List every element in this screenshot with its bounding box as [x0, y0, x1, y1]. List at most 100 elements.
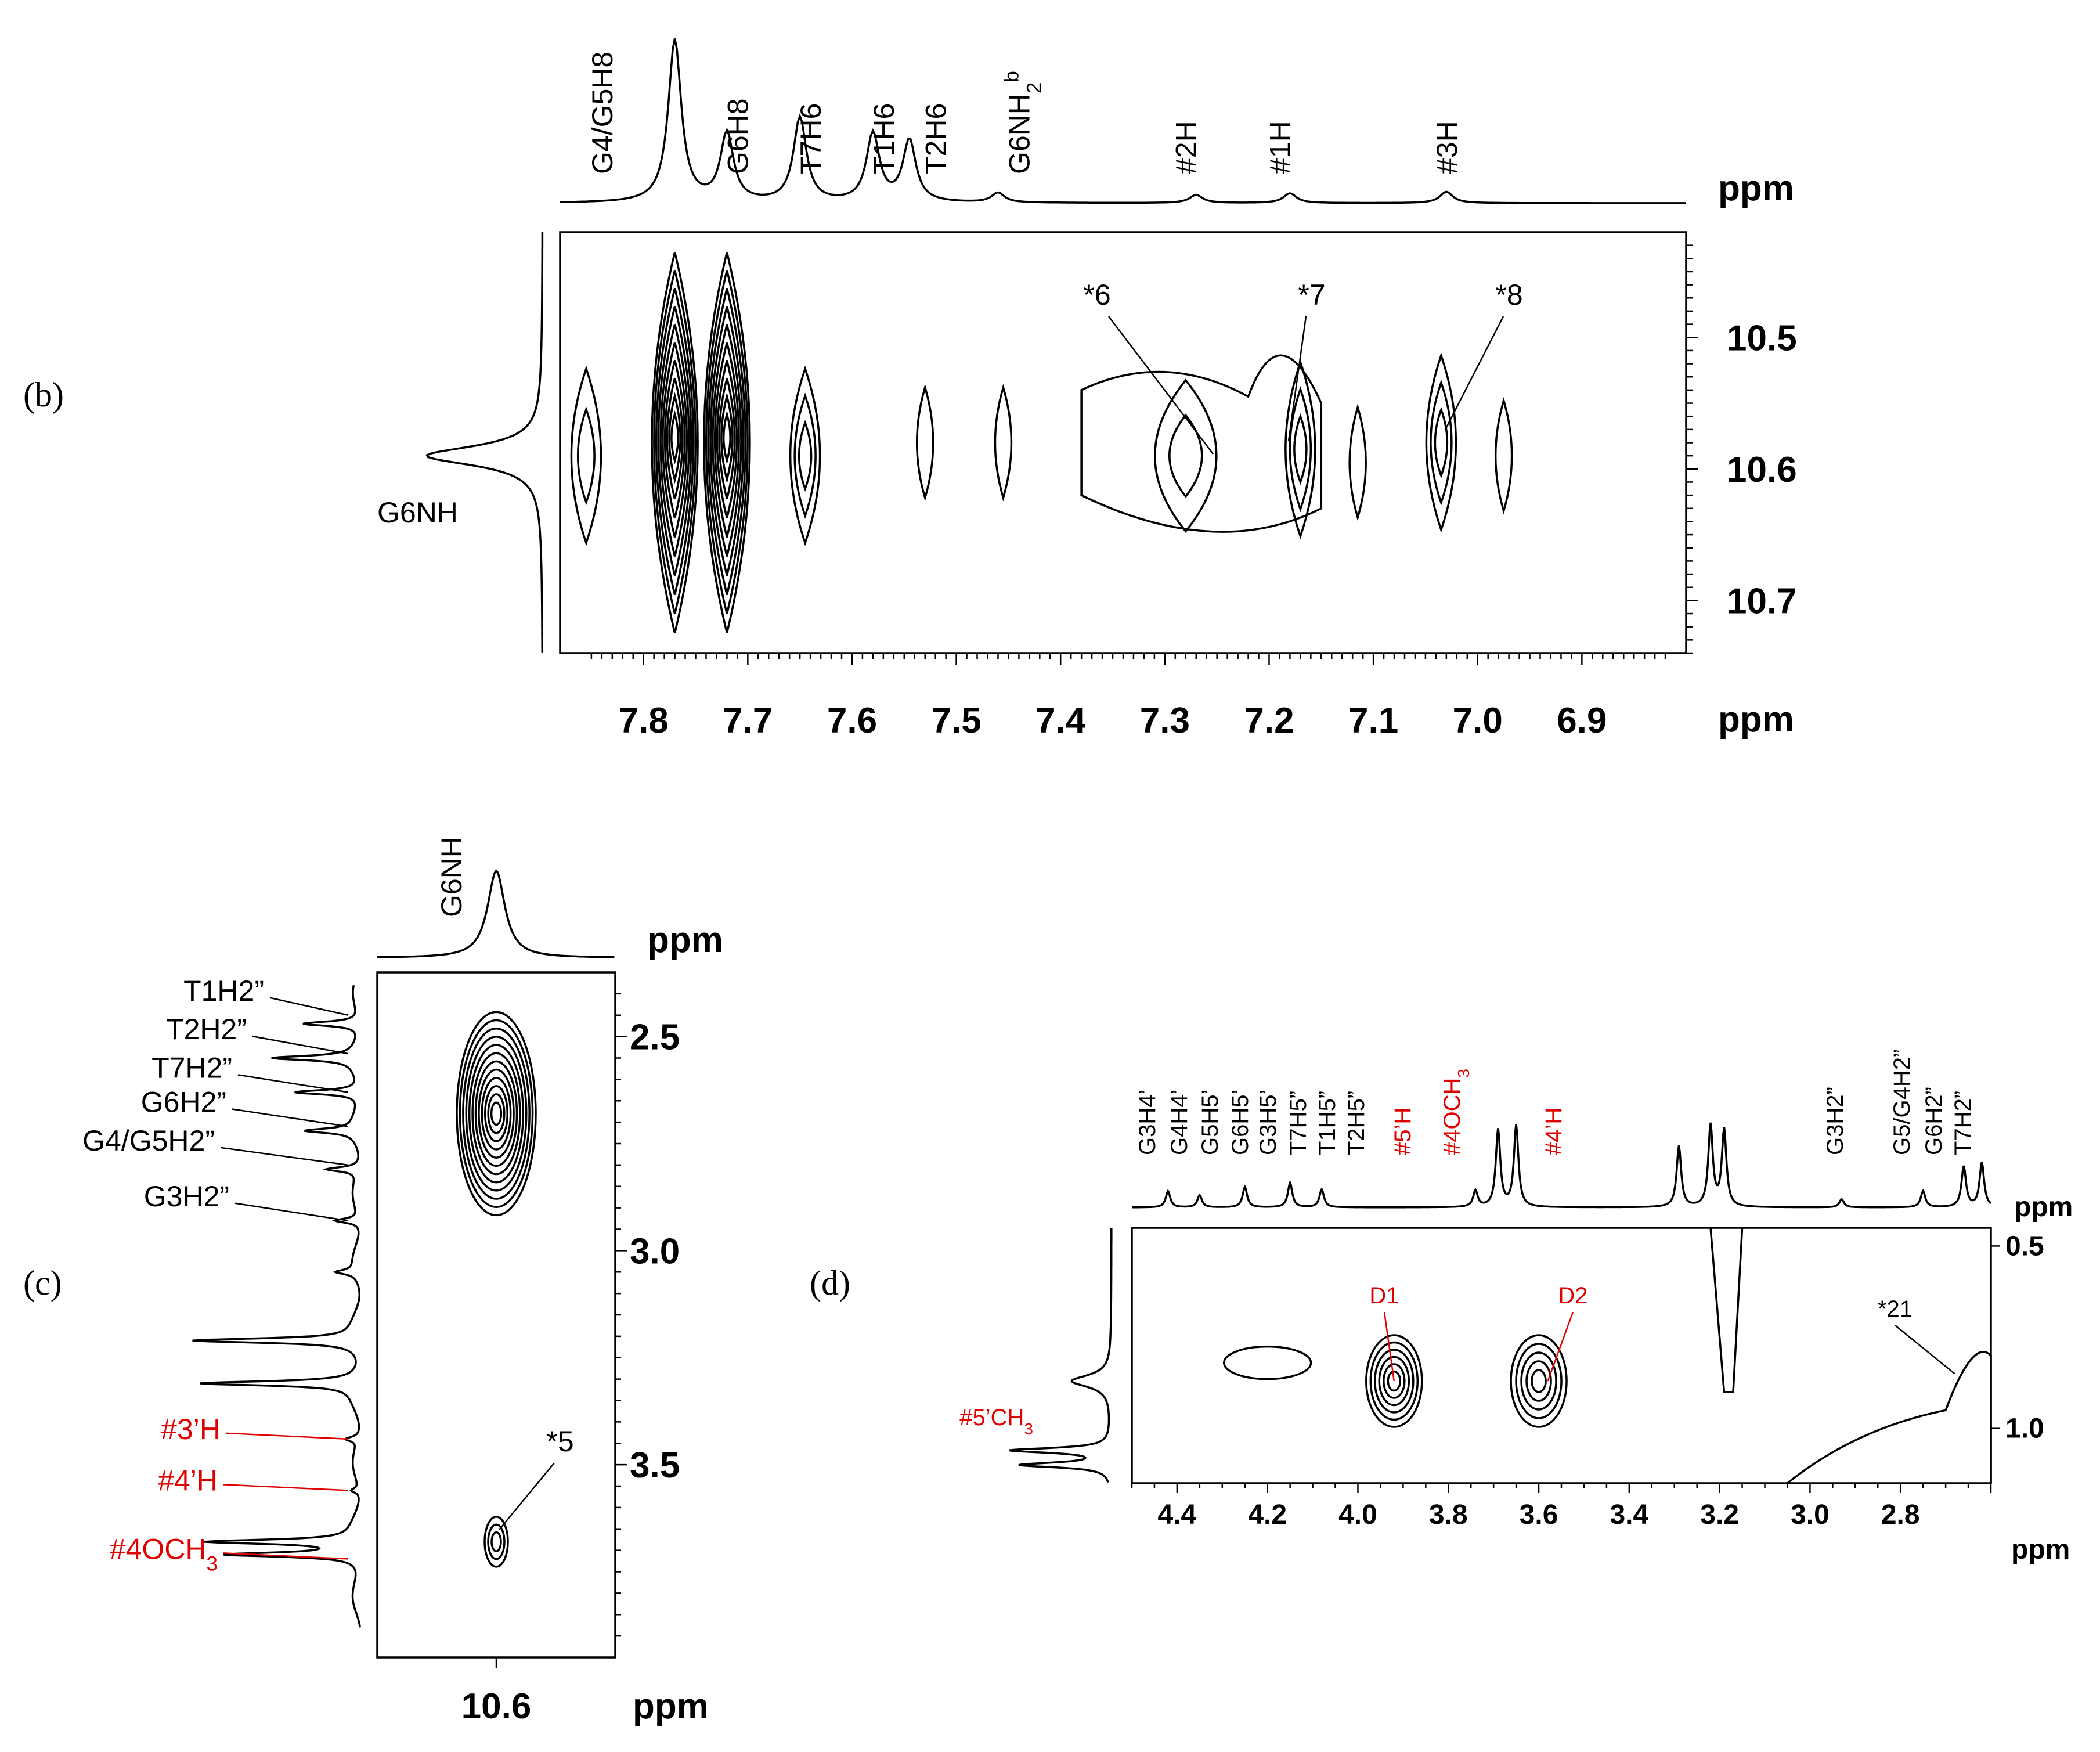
panel-c-y-tick-label: 2.5 — [630, 1018, 680, 1058]
panel-c-side-leader — [223, 1552, 349, 1560]
panel-c-callout-label: *5 — [546, 1425, 573, 1458]
panel-d-peak-label: T1H5” — [1315, 1091, 1340, 1155]
panel-c-side-leader — [226, 1432, 349, 1440]
panel-b-cross-peak-contour — [716, 360, 738, 518]
panel-d-x-tick-label: 4.2 — [1248, 1499, 1287, 1530]
panel-c-x-tick-label: 10.6 — [461, 1686, 532, 1726]
panel-b-cross-peak-contour — [576, 406, 596, 506]
panel-label-d: (d) — [810, 1264, 850, 1302]
panel-b-cross-peak-contour — [703, 252, 751, 633]
panel-d-cross-peak-contour — [1222, 1345, 1312, 1380]
panel-c-cross-peak-contour — [484, 1085, 508, 1142]
panel-d-x-tick-label: 3.8 — [1429, 1499, 1468, 1530]
panel-d-top-ppm: ppm — [2014, 1192, 2073, 1223]
panel-d-callout-label: D1 — [1369, 1283, 1399, 1308]
panel-d-x-ppm: ppm — [2011, 1534, 2070, 1565]
panel-c-side-label: #4OCH3 — [110, 1533, 218, 1575]
panel-b-x-ppm: ppm — [1718, 700, 1794, 740]
panel-b-cross-peak-contour — [1154, 378, 1218, 533]
panel-d-callout-label: D2 — [1558, 1283, 1587, 1308]
panel-d-y-tick-label: 0.5 — [2005, 1231, 2044, 1261]
panel-b-cross-peak-contour — [707, 288, 747, 595]
panel-c-side-leader — [232, 1108, 349, 1127]
panel-b-cross-peak-contour — [915, 384, 934, 502]
panel-c-side-leader — [252, 1035, 349, 1055]
panel-c-side-label: #4’H — [158, 1464, 218, 1497]
panel-b-cross-peak-contour — [722, 410, 731, 464]
panel-c-cross-peak-contour — [487, 1523, 506, 1560]
panel-c-side-leader — [234, 1202, 349, 1221]
panel-d-peak-label: G3H5’ — [1255, 1090, 1281, 1155]
panel-c-side-label: T7H2” — [151, 1052, 232, 1084]
panel-b-peak-label: #1H — [1264, 121, 1296, 174]
panel-d-x-tick-label: 3.2 — [1700, 1499, 1739, 1530]
panel-d-x-tick-label: 4.4 — [1158, 1499, 1197, 1530]
panel-b-cross-peak-contour — [718, 378, 736, 499]
panel-c-cross-peak-contour — [478, 1068, 515, 1159]
panel-d-callout-line — [1547, 1311, 1574, 1382]
panel-b-cross-peak-contour — [666, 378, 684, 499]
panel-b-cross-peak-contour — [1293, 413, 1308, 485]
panel-c-x-ppm: ppm — [633, 1686, 709, 1726]
panel-b-cross-peak-contour — [653, 270, 697, 614]
panel-b-broad-contour — [1080, 354, 1323, 533]
panel-d-callout-label: *21 — [1878, 1296, 1913, 1322]
panel-b-peak-label: G6H8 — [721, 98, 754, 174]
panel-d-peak-label: G5/G4H2” — [1889, 1050, 1915, 1155]
panel-c-cross-peak-contour — [456, 1011, 537, 1217]
panel-d-peak-label: G6H5’ — [1228, 1090, 1253, 1155]
panel-b-side-projection — [425, 232, 544, 653]
panel-b-cross-peak-contour — [1168, 413, 1203, 498]
panel-c-contours — [456, 1011, 537, 1568]
panel-b-x-tick-label: 7.5 — [931, 701, 981, 741]
panel-c-top-projection — [377, 870, 615, 958]
panel-c-side-leader — [269, 997, 349, 1016]
panel-d-cross-peak-contour — [1510, 1334, 1568, 1428]
panel-d-peak-label: T7H5” — [1286, 1091, 1311, 1155]
panel-d-cross-peak-contour — [1515, 1343, 1563, 1419]
panel-d-contours — [1222, 1227, 1992, 1484]
panel-b-cross-peak-contour — [670, 410, 680, 464]
panel-d-peak-label: #4’H — [1541, 1108, 1567, 1155]
panel-b-cross-peak-contour — [789, 365, 821, 546]
panel-b-x-tick-label: 7.8 — [619, 701, 669, 741]
panel-c-cross-peak-contour — [474, 1060, 518, 1167]
panel-b-top-ppm: ppm — [1718, 168, 1794, 208]
panel-d-side-projection — [1009, 1228, 1113, 1483]
panel-b-peak-label: #2H — [1170, 121, 1203, 174]
panel-d-peak-label: G6H2” — [1921, 1087, 1947, 1155]
panel-c-side-label: #3’H — [161, 1413, 221, 1445]
panel-c-cross-peak-contour — [490, 1531, 502, 1552]
panel-b-y-axis: 10.510.610.7 — [1686, 244, 1797, 654]
panel-c-side-leader — [223, 1484, 349, 1491]
panel-d-cross-peak-contour — [1369, 1341, 1419, 1421]
panel-b-x-tick-label: 7.1 — [1348, 701, 1398, 741]
panel-c-y-tick-label: 3.0 — [630, 1231, 680, 1271]
panel-b-cross-peak-contour — [655, 288, 695, 595]
panel-b-callout-line — [1444, 316, 1504, 430]
panel-d-callout-line — [1895, 1325, 1955, 1375]
panel-d-x-tick-label: 2.8 — [1881, 1499, 1920, 1530]
panel-b-callouts: *6*7*8 — [1083, 279, 1523, 455]
panel-c-cross-peak-contour — [471, 1052, 521, 1176]
panel-d-x-tick-label: 3.0 — [1791, 1499, 1830, 1530]
panel-b-cross-peak-contour — [1425, 352, 1457, 533]
panel-b-cross-peak-contour — [1434, 406, 1449, 479]
panel-b-peak-label: T7H6 — [795, 103, 827, 174]
panel-d-streak-contour — [1709, 1227, 1744, 1393]
panel-b-cross-peak-contour — [663, 360, 686, 518]
panel-c-side-label: T1H2” — [183, 975, 264, 1007]
panel-c-cross-peak-contour — [481, 1076, 512, 1151]
panel-b-peak-label: T2H6 — [920, 103, 952, 174]
panel-d-peak-label: #5’H — [1390, 1108, 1416, 1155]
panel-b-cross-peak-contour — [713, 342, 740, 538]
panel-d-cross-peak-contour — [1365, 1334, 1423, 1428]
panel-b-cross-peak-contour — [798, 420, 813, 492]
panel-b-x-tick-label: 7.2 — [1244, 701, 1294, 741]
panel-d-cross-peak-contour — [1374, 1349, 1415, 1414]
panel-b-cross-peak-contour — [793, 392, 817, 519]
